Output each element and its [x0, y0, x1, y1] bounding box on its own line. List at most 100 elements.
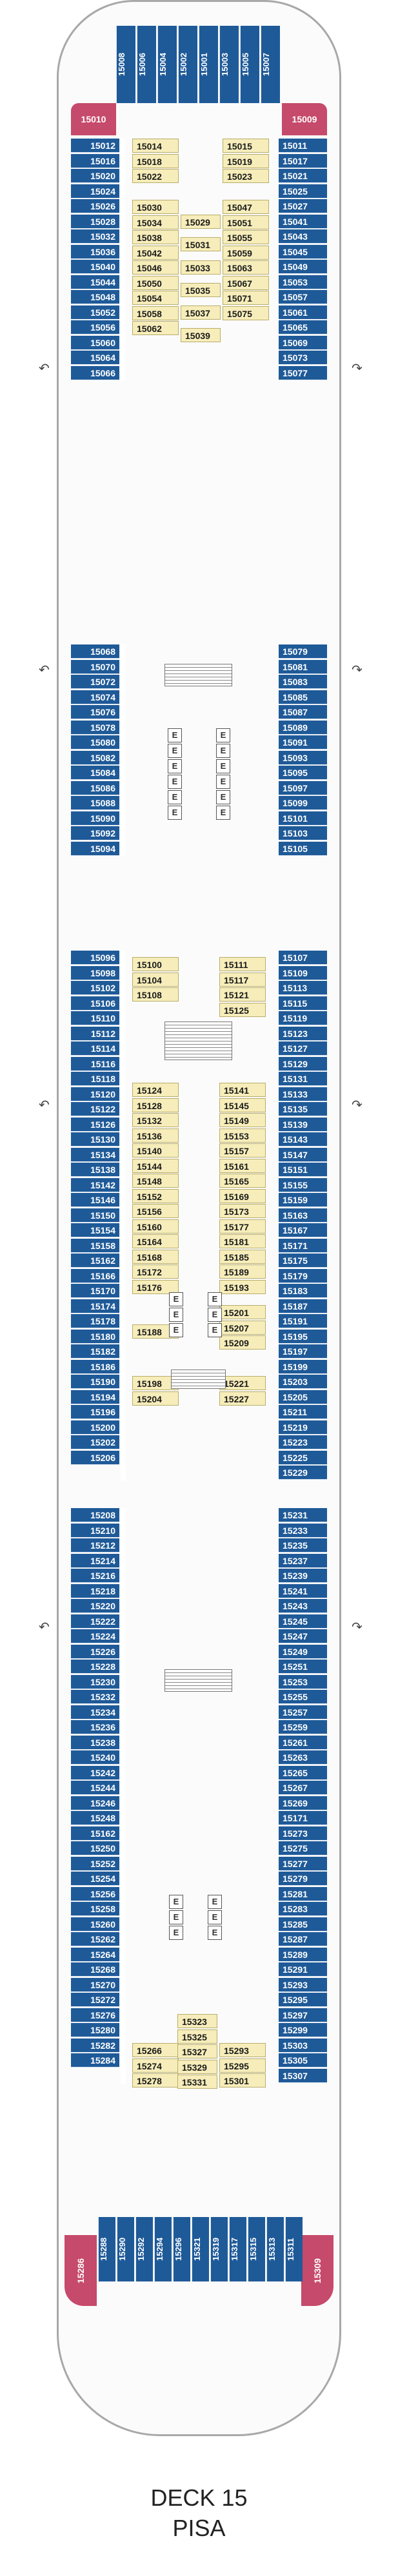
- cabin[interactable]: 15165: [219, 1174, 266, 1188]
- cabin[interactable]: 15276: [71, 2008, 119, 2022]
- cabin[interactable]: 15303: [279, 2038, 327, 2053]
- cabin[interactable]: 15073: [279, 351, 327, 365]
- cabin[interactable]: 15272: [71, 1993, 119, 2007]
- cabin[interactable]: 15075: [223, 305, 269, 320]
- cabin[interactable]: 15240: [71, 1750, 119, 1765]
- cabin[interactable]: 15275: [279, 1841, 327, 1855]
- cabin[interactable]: 15061: [279, 305, 327, 320]
- cabin[interactable]: 15219: [279, 1420, 327, 1435]
- cabin[interactable]: 15133: [279, 1087, 327, 1101]
- cabin[interactable]: 15209: [219, 1335, 266, 1350]
- bow-cabin[interactable]: 15007: [261, 26, 280, 103]
- cabin[interactable]: 15036: [71, 244, 119, 259]
- cabin[interactable]: 15059: [223, 245, 269, 260]
- cabin[interactable]: 15142: [71, 1177, 119, 1192]
- cabin[interactable]: 15172: [132, 1264, 179, 1279]
- cabin[interactable]: 15110: [71, 1011, 119, 1025]
- cabin[interactable]: 15218: [71, 1583, 119, 1598]
- cabin[interactable]: 15126: [71, 1117, 119, 1132]
- cabin[interactable]: 15032: [71, 229, 119, 244]
- cabin[interactable]: 15193: [219, 1279, 266, 1294]
- cabin[interactable]: 15202: [71, 1435, 119, 1449]
- cabin[interactable]: 15147: [279, 1147, 327, 1162]
- cabin[interactable]: 15279: [279, 1872, 327, 1886]
- cabin[interactable]: 15225: [279, 1450, 327, 1465]
- cabin[interactable]: 15278: [132, 2073, 179, 2087]
- cabin[interactable]: 15041: [279, 214, 327, 229]
- cabin[interactable]: 15285: [279, 1917, 327, 1932]
- cabin[interactable]: 15121: [219, 987, 266, 1002]
- cabin[interactable]: 15024: [71, 184, 119, 199]
- cabin[interactable]: 15232: [71, 1690, 119, 1704]
- cabin[interactable]: 15157: [219, 1143, 266, 1157]
- cabin[interactable]: 15038: [132, 230, 179, 244]
- cabin[interactable]: 15287: [279, 1932, 327, 1946]
- cabin[interactable]: 15049: [279, 260, 327, 274]
- cabin[interactable]: 15261: [279, 1735, 327, 1750]
- cabin[interactable]: 15301: [219, 2073, 266, 2087]
- cabin[interactable]: 15280: [71, 2023, 119, 2037]
- cabin[interactable]: 15259: [279, 1720, 327, 1734]
- cabin[interactable]: 15101: [279, 811, 327, 826]
- cabin[interactable]: 15046: [132, 260, 179, 275]
- cabin[interactable]: 15081: [279, 659, 327, 674]
- cabin[interactable]: 15138: [71, 1163, 119, 1177]
- stern-cabin[interactable]: 15290: [117, 2217, 134, 2281]
- cabin[interactable]: 15327: [177, 2044, 217, 2058]
- cabin[interactable]: 15305: [279, 2053, 327, 2068]
- cabin[interactable]: 15086: [71, 780, 119, 795]
- cabin[interactable]: 15072: [71, 675, 119, 689]
- cabin[interactable]: 15063: [223, 260, 269, 275]
- cabin[interactable]: 15112: [71, 1026, 119, 1041]
- cabin[interactable]: 15295: [219, 2058, 266, 2073]
- cabin[interactable]: 15092: [71, 826, 119, 840]
- cabin[interactable]: 15255: [279, 1690, 327, 1704]
- cabin[interactable]: 15139: [279, 1117, 327, 1132]
- cabin[interactable]: 15206: [71, 1450, 119, 1465]
- cabin[interactable]: 15251: [279, 1660, 327, 1674]
- cabin[interactable]: 15247: [279, 1629, 327, 1643]
- cabin[interactable]: 15203: [279, 1375, 327, 1389]
- cabin[interactable]: 15089: [279, 720, 327, 735]
- cabin[interactable]: 15136: [132, 1128, 179, 1143]
- bow-cabin[interactable]: 15005: [240, 26, 259, 103]
- cabin[interactable]: 15179: [279, 1268, 327, 1283]
- cabin[interactable]: 15307: [279, 2068, 327, 2083]
- cabin[interactable]: 15254: [71, 1872, 119, 1886]
- cabin[interactable]: 15070: [71, 659, 119, 674]
- cabin[interactable]: 15185: [219, 1249, 266, 1264]
- cabin[interactable]: 15297: [279, 2008, 327, 2022]
- cabin[interactable]: 15284: [71, 2053, 119, 2068]
- cabin[interactable]: 15323: [177, 2014, 217, 2028]
- cabin[interactable]: 15252: [71, 1856, 119, 1871]
- cabin[interactable]: 15055: [223, 230, 269, 244]
- cabin[interactable]: 15200: [71, 1420, 119, 1435]
- cabin[interactable]: 15212: [71, 1538, 119, 1553]
- cabin[interactable]: 15108: [132, 987, 179, 1002]
- cabin[interactable]: 15235: [279, 1538, 327, 1553]
- cabin[interactable]: 15020: [71, 169, 119, 183]
- cabin[interactable]: 15099: [279, 796, 327, 810]
- cabin[interactable]: 15268: [71, 1962, 119, 1977]
- cabin[interactable]: 15231: [279, 1508, 327, 1522]
- cabin[interactable]: 15131: [279, 1072, 327, 1086]
- stern-cabin[interactable]: 15288: [98, 2217, 115, 2281]
- cabin[interactable]: 15096: [71, 951, 119, 965]
- cabin[interactable]: 15094: [71, 841, 119, 856]
- cabin[interactable]: 15107: [279, 951, 327, 965]
- cabin[interactable]: 15124: [132, 1083, 179, 1097]
- stern-suite-port[interactable]: 15286: [65, 2235, 97, 2306]
- cabin[interactable]: 15116: [71, 1056, 119, 1071]
- cabin[interactable]: 15029: [181, 215, 221, 229]
- cabin[interactable]: 15253: [279, 1674, 327, 1689]
- cabin[interactable]: 15130: [71, 1132, 119, 1147]
- cabin[interactable]: 15211: [279, 1405, 327, 1419]
- cabin[interactable]: 15088: [71, 796, 119, 810]
- cabin[interactable]: 15022: [132, 169, 179, 183]
- cabin[interactable]: 15166: [71, 1268, 119, 1283]
- cabin[interactable]: 15104: [132, 972, 179, 987]
- cabin[interactable]: 15263: [279, 1750, 327, 1765]
- cabin[interactable]: 15207: [219, 1320, 266, 1335]
- cabin[interactable]: 15205: [279, 1390, 327, 1404]
- cabin[interactable]: 15174: [71, 1299, 119, 1313]
